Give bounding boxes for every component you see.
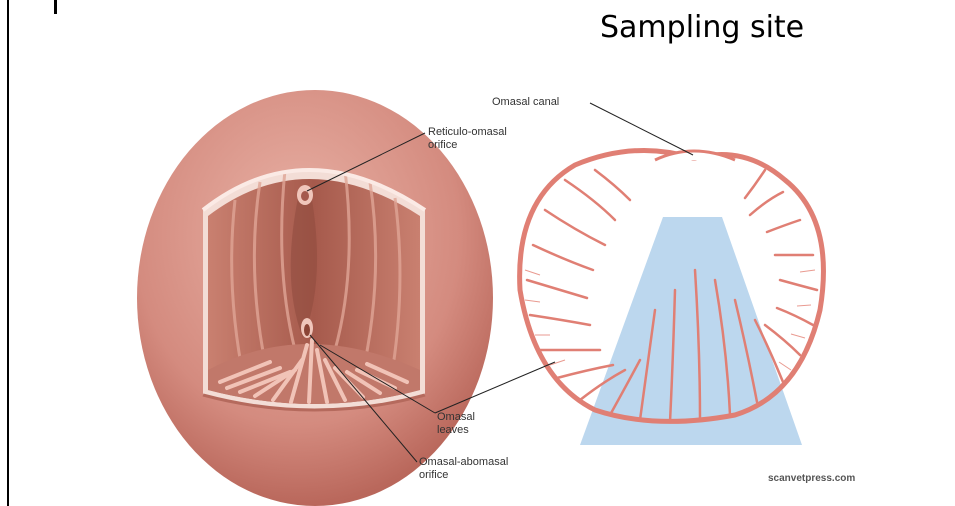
slide-left-border — [7, 0, 9, 506]
omasal-abomasal-orifice-label: Omasal-abomasal orifice — [419, 456, 508, 482]
omasum-illustration — [95, 70, 925, 506]
omasum-cutaway — [137, 90, 493, 506]
slide-title: Sampling site — [600, 10, 804, 45]
omasum-figure: Omasal canal Reticulo-omasal orifice Oma… — [95, 70, 925, 506]
reticulo-omasal-orifice-label: Reticulo-omasal orifice — [428, 126, 507, 152]
omasum-cross-section — [520, 150, 824, 445]
omasal-canal-label: Omasal canal — [492, 96, 559, 109]
omasal-leaves-label: Omasal leaves — [437, 411, 475, 437]
slide-top-tick — [54, 0, 57, 14]
source-credit: scanvetpress.com — [768, 473, 855, 484]
